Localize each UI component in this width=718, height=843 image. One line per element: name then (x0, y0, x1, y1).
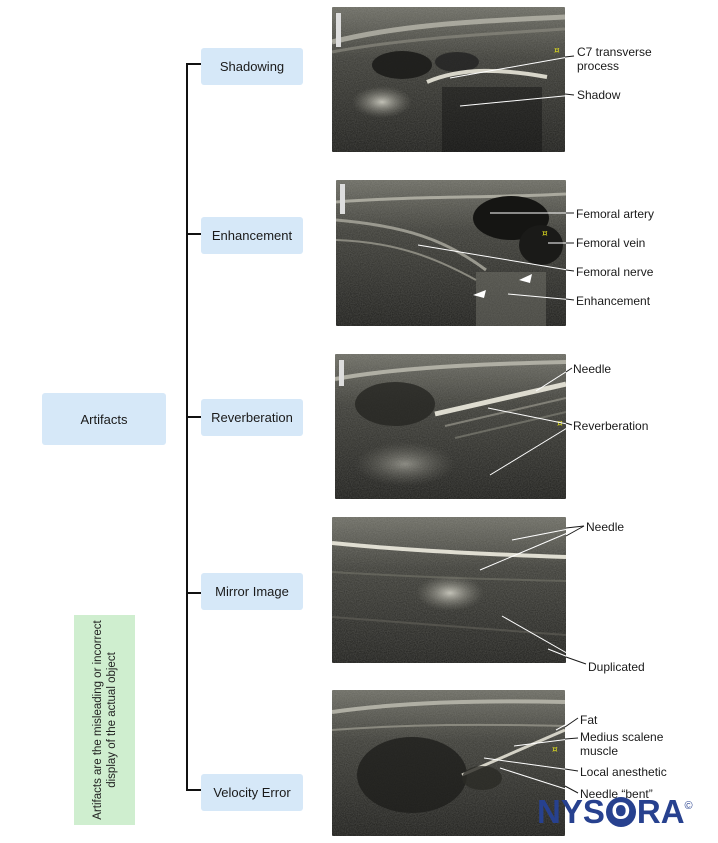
category-shadowing: Shadowing (201, 48, 303, 85)
svg-text:¤: ¤ (552, 745, 558, 755)
tree-branch (186, 416, 201, 418)
label-fat: Fat (580, 713, 598, 727)
tree-branch (186, 789, 201, 791)
tree-branch (186, 63, 201, 65)
category-enhancement: Enhancement (201, 217, 303, 254)
svg-text:¤: ¤ (557, 419, 563, 429)
label-medius-scalene-muscle: Medius scalene muscle (580, 730, 664, 758)
label-femoral-vein: Femoral vein (576, 236, 646, 250)
label-needle-reverberation: Needle (573, 362, 612, 376)
label-duplicated: Duplicated (588, 660, 645, 674)
svg-text:¤: ¤ (554, 46, 560, 56)
label-shadow: Shadow (577, 88, 621, 102)
ultrasound-image-reverberation: ¤ (335, 354, 566, 499)
label-c7-transverse-process: C7 transverse process (577, 45, 652, 73)
tree-branch (186, 233, 201, 235)
tree-branch (186, 592, 201, 594)
label-local-anesthetic: Local anesthetic (580, 765, 667, 779)
definition-note: Artifacts are the misleading or incorrec… (74, 615, 135, 825)
ultrasound-image-mirror-image (332, 517, 566, 663)
label-enhancement: Enhancement (576, 294, 651, 308)
category-reverberation: Reverberation (201, 399, 303, 436)
svg-text:¤: ¤ (542, 229, 548, 239)
ultrasound-image-velocity-error: ¤ (332, 690, 565, 836)
root-node-artifacts: Artifacts (42, 393, 166, 445)
category-velocity-error: Velocity Error (201, 774, 303, 811)
label-femoral-artery: Femoral artery (576, 207, 655, 221)
tree-spine (186, 63, 188, 790)
category-mirror-image: Mirror Image (201, 573, 303, 610)
ultrasound-image-enhancement: ¤ (336, 180, 566, 326)
label-femoral-nerve: Femoral nerve (576, 265, 654, 279)
label-needle-bent: Needle “bent” (580, 787, 653, 801)
label-reverberation: Reverberation (573, 419, 649, 433)
ultrasound-image-shadowing: ¤ (332, 7, 565, 152)
label-needle-mirror: Needle (586, 520, 625, 534)
